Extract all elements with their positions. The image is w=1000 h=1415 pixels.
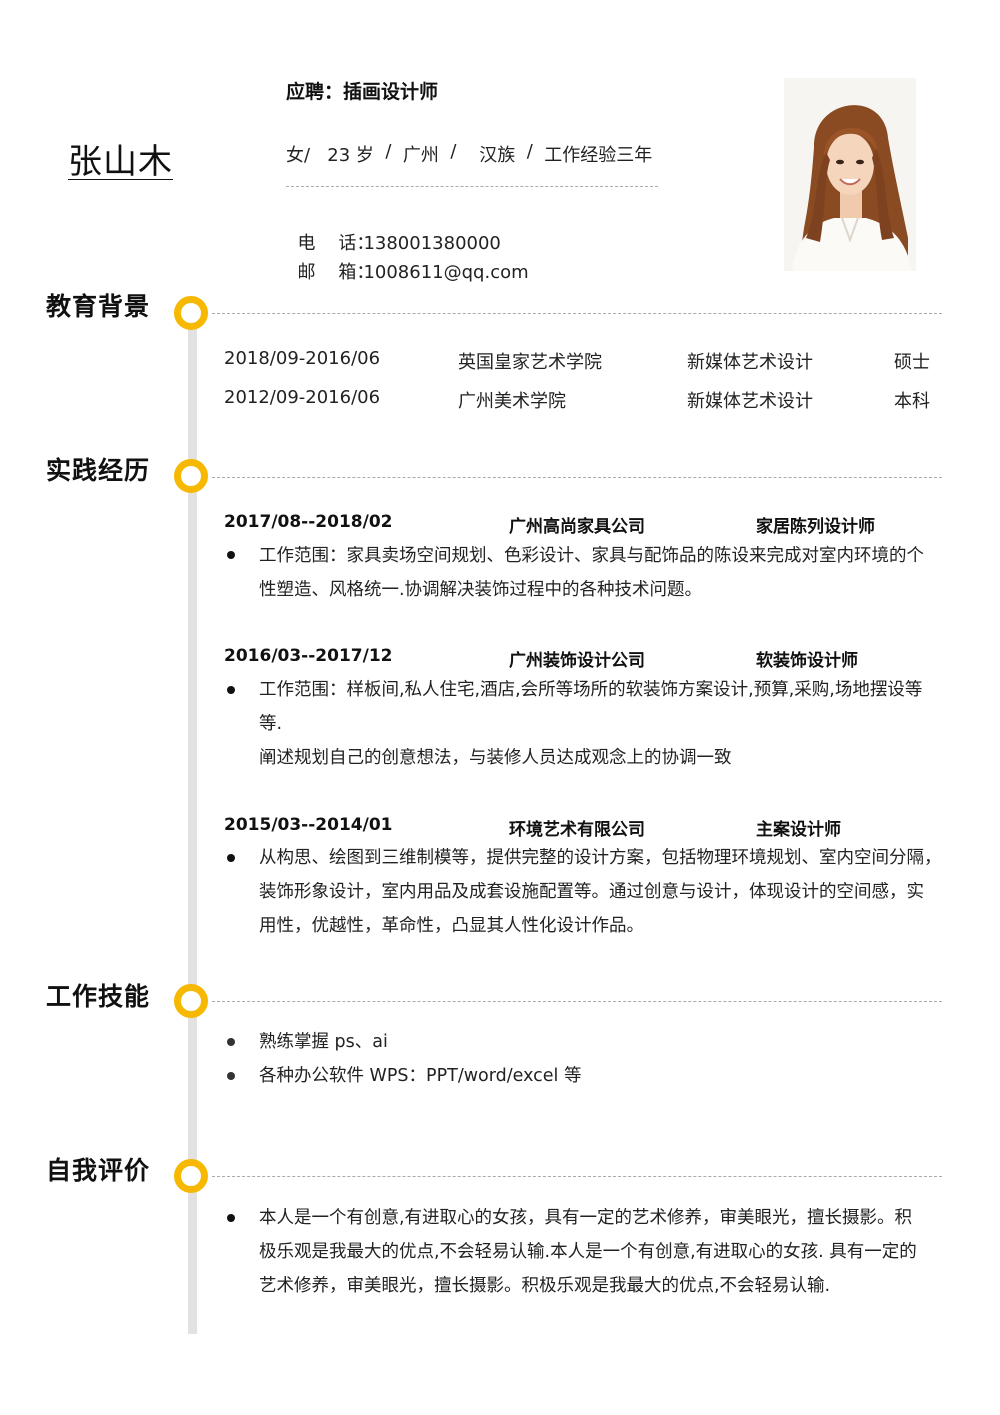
section-title-self-evaluation: 自我评价 [46,1156,151,1185]
apply-position: 应聘：插画设计师 [286,81,439,103]
bullet-dot [227,686,235,694]
bullet-dot [227,551,235,559]
candidate-name: 张山木 [68,142,173,182]
timeline-node [174,1159,208,1193]
email-line: 邮 箱：1008611@qq.com [286,237,529,284]
bullet-dot [227,1214,235,1222]
edu-period: 2012/09-2016/06 [224,387,381,408]
job-header: 2016/03--2017/12 广州装饰设计公司 软装饰设计师 [224,646,944,672]
section-divider [212,1001,942,1002]
job-role: 家居陈列设计师 [756,517,875,537]
skill-item: 各种办公软件 WPS：PPT/word/excel 等 [259,1066,582,1086]
education-row: 2012/09-2016/06 广州美术学院 新媒体艺术设计 本科 [224,387,944,413]
self-evaluation-text: 本人是一个有创意,有进取心的女孩，具有一定的艺术修养，审美眼光，擅长摄影。积 极… [259,1208,917,1296]
bullet-dot [227,854,235,862]
section-divider [212,1176,942,1177]
education-row: 2018/09-2016/06 英国皇家艺术学院 新媒体艺术设计 硕士 [224,348,944,374]
skill-item: 熟练掌握 ps、ai [259,1032,388,1052]
info-sep: / [385,141,392,162]
job-header: 2017/08--2018/02 广州高尚家具公司 家居陈列设计师 [224,512,944,538]
job-company: 广州装饰设计公司 [509,651,645,671]
timeline-node [174,459,208,493]
phone-line: 电 话：138001380000 [286,208,501,255]
bullet-dot [227,1072,235,1080]
info-experience: 工作经验三年 [544,145,653,166]
job-description: 从构思、绘图到三维制模等，提供完整的设计方案，包括物理环境规划、室内空间分隔， … [259,848,942,936]
section-divider [212,477,942,478]
email-label: 邮 箱： [297,262,375,283]
job-period: 2017/08--2018/02 [224,512,393,532]
info-sep: / [450,141,457,162]
email-value: 1008611@qq.com [363,262,529,283]
section-title-education: 教育背景 [46,292,151,321]
info-sep: / [526,141,533,162]
job-period: 2016/03--2017/12 [224,646,393,666]
edu-major: 新媒体艺术设计 [687,391,813,412]
edu-school: 英国皇家艺术学院 [458,352,602,373]
job-header: 2015/03--2014/01 环境艺术有限公司 主案设计师 [224,815,944,841]
info-city: 广州 [402,145,439,166]
section-divider [212,313,942,314]
bullet-dot [227,1038,235,1046]
edu-major: 新媒体艺术设计 [687,352,813,373]
job-role: 主案设计师 [756,820,841,840]
timeline-node [174,296,208,330]
edu-school: 广州美术学院 [458,391,566,412]
info-ethnicity: 汉族 [479,145,516,166]
profile-photo [784,78,916,271]
job-company: 广州高尚家具公司 [509,517,645,537]
job-description: 工作范围：家具卖场空间规划、色彩设计、家具与配饰品的陈设来完成对室内环境的个 性… [259,546,924,600]
job-description: 工作范围：样板间,私人住宅,酒店,会所等场所的软装饰方案设计,预算,采购,场地摆… [259,680,923,768]
basic-info: 女/ 23 岁 / 广州 / 汉族 / 工作经验三年 [286,141,652,167]
timeline-node [174,984,208,1018]
edu-period: 2018/09-2016/06 [224,348,381,369]
timeline-bar [188,318,197,1334]
job-role: 软装饰设计师 [756,651,858,671]
section-title-practice: 实践经历 [46,456,151,485]
header-divider [286,186,658,187]
edu-degree: 硕士 [894,352,930,373]
phone-value: 138001380000 [363,233,501,254]
job-company: 环境艺术有限公司 [509,820,645,840]
edu-degree: 本科 [894,391,930,412]
info-age: 23 岁 [327,145,374,166]
info-gender: 女/ [286,145,311,166]
job-period: 2015/03--2014/01 [224,815,393,835]
section-title-skills: 工作技能 [46,982,151,1011]
